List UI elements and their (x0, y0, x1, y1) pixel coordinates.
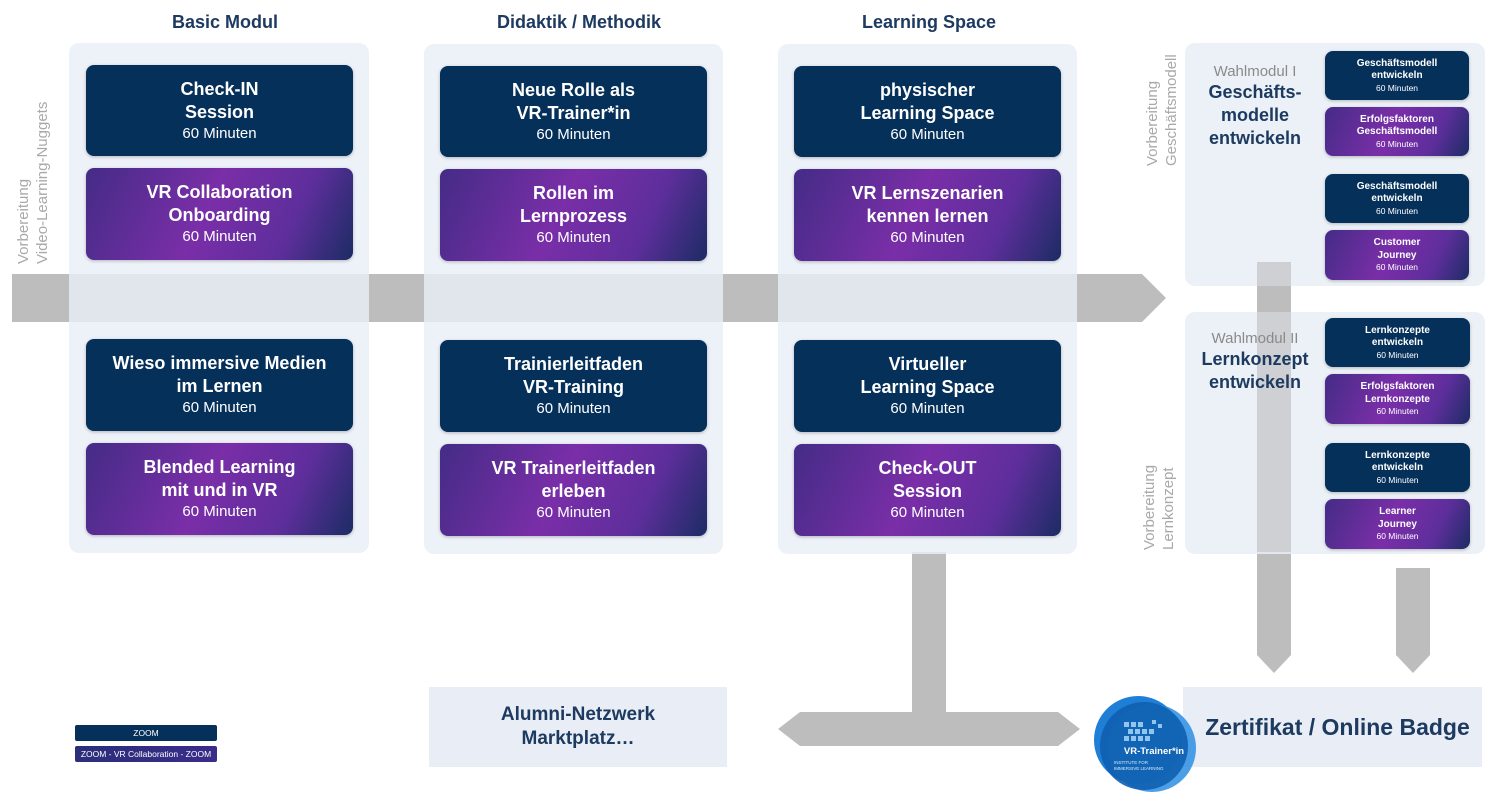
badge-org: INSTITUTE FOR IMMERSIVE LEARNING (1114, 760, 1164, 771)
card-title: Trainierleitfaden VR-Training (503, 354, 644, 397)
card-title: Check-OUT Session (878, 458, 977, 501)
card-duration: 60 Minuten (182, 399, 257, 416)
vr-trainer-badge-logo (1094, 696, 1196, 792)
card-trainierleitfaden[interactable]: Trainierleitfaden VR-Training 60 Minuten (440, 340, 707, 432)
card-virtueller-learning-space[interactable]: Virtueller Learning Space 60 Minuten (794, 340, 1061, 432)
card-lernkonzepte-entwickeln-2[interactable]: Lernkonzepte entwickeln 60 Minuten (1325, 443, 1470, 492)
wahlmodul-1-kicker: Wahlmodul I (1213, 63, 1297, 80)
card-title: Erfolgsfaktoren Lernkonzepte (1360, 381, 1435, 405)
badge-name: VR-Trainer*in (1123, 746, 1185, 757)
side-label-lernkonzept: Vorbereitung Lernkonzept (1141, 464, 1177, 550)
card-title: Geschäftsmodell entwickeln (1356, 180, 1438, 205)
card-check-out-session[interactable]: Check-OUT Session 60 Minuten (794, 444, 1061, 536)
card-duration: 60 Minuten (890, 125, 965, 143)
checkout-down-connector (912, 552, 946, 714)
card-duration: 60 Minuten (536, 125, 611, 143)
legend-zoom: ZOOM (75, 725, 217, 741)
card-geschaeftsmodell-entwickeln-2[interactable]: Geschäftsmodell entwickeln 60 Minuten (1325, 174, 1469, 223)
card-title: Customer Journey (1373, 237, 1421, 261)
card-duration: 60 Minuten (182, 228, 257, 245)
card-title: Erfolgsfaktoren Geschäftsmodell (1356, 113, 1438, 138)
column-title-learning-space: Learning Space (861, 12, 997, 32)
card-physischer-learning-space[interactable]: physischer Learning Space 60 Minuten (794, 66, 1061, 157)
card-duration: 60 Minuten (536, 400, 611, 417)
card-duration: 60 Minuten (1376, 406, 1419, 416)
card-duration: 60 Minuten (1376, 531, 1419, 541)
card-lernkonzepte-entwickeln[interactable]: Lernkonzepte entwickeln 60 Minuten (1325, 318, 1470, 367)
card-duration: 60 Minuten (1376, 349, 1419, 360)
alumni-zertifikat-double-arrow (778, 712, 1080, 746)
card-duration: 60 Minuten (1375, 82, 1419, 93)
card-title: Blended Learning mit und in VR (143, 457, 296, 500)
wahlmodul-2-kicker: Wahlmodul II (1211, 330, 1299, 347)
card-title: physischer Learning Space (860, 79, 995, 123)
card-title: VR Collaboration Onboarding (146, 182, 293, 225)
card-duration: 60 Minuten (1375, 138, 1419, 149)
card-title: Geschäftsmodell entwickeln (1356, 57, 1438, 82)
card-wieso-immersive-medien[interactable]: Wieso immersive Medien im Lernen 60 Minu… (86, 339, 353, 431)
card-title: Lernkonzepte entwickeln (1364, 324, 1430, 349)
card-duration: 60 Minuten (1375, 205, 1419, 216)
card-duration: 60 Minuten (182, 124, 257, 142)
card-vr-trainerleitfaden-erleben[interactable]: VR Trainerleitfaden erleben 60 Minuten (440, 444, 707, 536)
card-neue-rolle[interactable]: Neue Rolle als VR-Trainer*in 60 Minuten (440, 66, 707, 157)
card-title: VR Lernszenarien kennen lernen (851, 183, 1004, 226)
card-title: Lernkonzepte entwickeln (1364, 449, 1430, 474)
wahlmodul-2-name: Lernkonzept entwickeln (1201, 349, 1309, 392)
card-erfolgsfaktoren-geschaeftsmodell[interactable]: Erfolgsfaktoren Geschäftsmodell 60 Minut… (1325, 107, 1469, 156)
card-vr-collaboration-onboarding[interactable]: VR Collaboration Onboarding 60 Minuten (86, 168, 353, 260)
card-customer-journey[interactable]: Customer Journey 60 Minuten (1325, 230, 1469, 280)
card-title: Check-IN Session (180, 78, 259, 122)
column-title-didaktik: Didaktik / Methodik (496, 12, 662, 32)
column-title-basic: Basic Modul (171, 12, 278, 32)
wahlmodul-right-down-arrow (1396, 568, 1430, 673)
card-erfolgsfaktoren-lernkonzepte[interactable]: Erfolgsfaktoren Lernkonzepte 60 Minuten (1325, 374, 1470, 424)
card-duration: 60 Minuten (890, 504, 965, 521)
card-duration: 60 Minuten (536, 504, 611, 521)
side-label-video-nuggets: Vorbereitung Video-Learning-Nuggets (15, 101, 51, 264)
card-check-in-session[interactable]: Check-IN Session 60 Minuten (86, 65, 353, 156)
alumni-netzwerk-box[interactable]: Alumni-Netzwerk Marktplatz… (429, 687, 727, 767)
card-title: Neue Rolle als VR-Trainer*in (511, 79, 636, 123)
card-title: VR Trainerleitfaden erleben (491, 458, 656, 501)
card-blended-learning[interactable]: Blended Learning mit und in VR 60 Minute… (86, 443, 353, 535)
card-rollen-im-lernprozess[interactable]: Rollen im Lernprozess 60 Minuten (440, 169, 707, 261)
wahlmodul-1-name: Geschäfts- modelle entwickeln (1208, 82, 1302, 148)
side-label-geschaeftsmodell: Vorbereitung Geschäftsmodell (1144, 54, 1180, 166)
card-title: Learner Journey (1378, 506, 1417, 530)
zertifikat-badge-box[interactable]: Zertifikat / Online Badge (1183, 687, 1482, 767)
wahlmodul-1-title: Wahlmodul I Geschäfts- modelle entwickel… (1185, 62, 1325, 150)
card-duration: 60 Minuten (890, 400, 965, 417)
card-vr-lernszenarien[interactable]: VR Lernszenarien kennen lernen 60 Minute… (794, 169, 1061, 261)
card-geschaeftsmodell-entwickeln[interactable]: Geschäftsmodell entwickeln 60 Minuten (1325, 51, 1469, 100)
wahlmodul-2-title: Wahlmodul II Lernkonzept entwickeln (1185, 329, 1325, 394)
card-duration: 60 Minuten (890, 229, 965, 246)
card-duration: 60 Minuten (536, 229, 611, 246)
card-duration: 60 Minuten (1376, 474, 1419, 485)
legend-zoom-vr-collaboration: ZOOM - VR Collaboration - ZOOM (75, 746, 217, 762)
card-duration: 60 Minuten (1375, 262, 1419, 272)
card-title: Virtueller Learning Space (860, 354, 995, 397)
card-title: Rollen im Lernprozess (519, 183, 628, 226)
card-title: Wieso immersive Medien im Lernen (112, 353, 327, 396)
card-learner-journey[interactable]: Learner Journey 60 Minuten (1325, 499, 1470, 549)
card-duration: 60 Minuten (182, 503, 257, 520)
